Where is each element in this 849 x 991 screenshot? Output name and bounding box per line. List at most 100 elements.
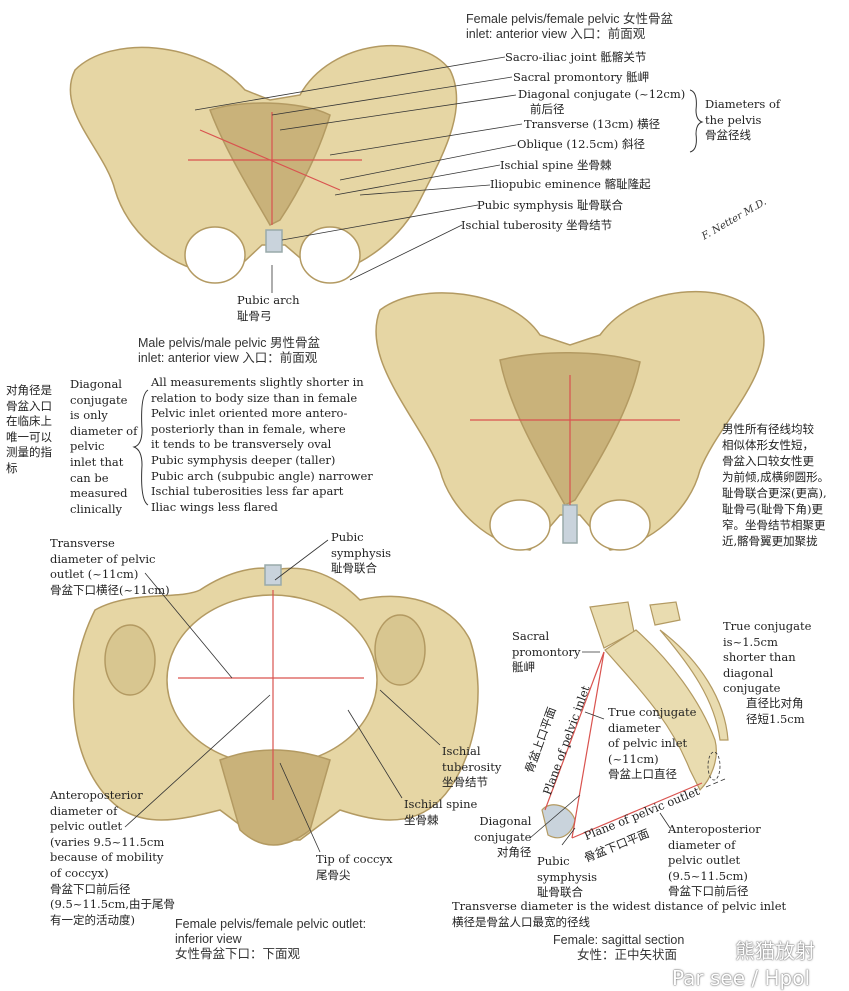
title-line: inferior view: [175, 932, 242, 946]
text-line: 耻骨联合: [537, 885, 583, 900]
text-line: 测量的指: [6, 445, 52, 460]
text-line: promontory: [512, 644, 581, 659]
title-line: inlet: anterior view 入口：前面观: [138, 351, 318, 365]
text-line: (~11cm): [608, 751, 659, 766]
text-line: Anteroposterior: [50, 788, 143, 802]
text-line: Diagonal: [479, 814, 532, 828]
title-line: Female pelvis/female pelvic 女性骨盆: [466, 12, 674, 26]
label-diagonal: Diagonal conjugate (~12cm): [518, 87, 686, 101]
text-line: 窄。坐骨结节相聚更: [722, 518, 826, 532]
text-line: (varies 9.5~11.5cm: [50, 834, 165, 849]
text-line: 男性所有径线均较: [722, 422, 814, 436]
label-diagonal-cn: 前后径: [530, 102, 565, 116]
title-line: Male pelvis/male pelvic 男性骨盆: [138, 336, 320, 350]
sagittal-leader-lines: [529, 651, 726, 846]
label-pubic-arch: Pubic arch 耻骨弓: [237, 293, 299, 324]
male-inlet-title: Male pelvis/male pelvic 男性骨盆 inlet: ante…: [138, 336, 320, 366]
text-line: pelvic outlet: [668, 853, 741, 868]
text-line: Ischial: [442, 744, 481, 758]
text-line: 对角径是: [6, 383, 52, 397]
text-line: symphysis: [537, 869, 598, 884]
text-line: diameter of: [50, 803, 118, 818]
text-line: diameter of: [70, 423, 138, 438]
text-line: Pubic: [331, 530, 364, 544]
text-line: posteriorly than in female, where: [151, 421, 346, 436]
female-outlet-pelvis: [72, 564, 479, 846]
text-line: Diagonal: [70, 377, 122, 391]
text-line: 耻骨弓(耻骨下角)更: [722, 502, 823, 516]
text-line: 尾骨尖: [316, 867, 351, 882]
text-line: 坐骨棘: [404, 812, 439, 827]
text-line: conjugate: [70, 392, 128, 407]
text-line: 标: [6, 460, 18, 475]
text-line: diameter of pelvic: [50, 551, 156, 566]
text-line: 骨盆径线: [705, 128, 751, 143]
female-outlet-title: Female pelvis/female pelvic outlet: infe…: [175, 917, 366, 962]
text-line: 唯一可以: [6, 429, 52, 444]
text-line: 骨盆下口前后径: [50, 881, 131, 896]
female-inlet-pelvis: [69, 44, 458, 284]
text-line: pelvic: [70, 439, 105, 454]
text-line: 近,髂骨翼更加聚拢: [722, 534, 818, 548]
text-line: of coccyx): [50, 865, 109, 880]
text-line: is only: [70, 408, 108, 423]
text-line: 耻骨弓: [237, 308, 272, 323]
label-promontory: Sacral promontory 骶岬: [513, 70, 650, 84]
title-line: Female: sagittal section: [553, 933, 685, 947]
male-inlet-diameters: [470, 375, 680, 505]
text-line: shorter than: [723, 650, 796, 665]
text-line: the pelvis: [705, 112, 762, 127]
diagonal-note-cn: 对角径是骨盆入口在临床上唯一可以测量的指标: [6, 383, 52, 477]
text-line: Tip of coccyx: [316, 852, 393, 866]
text-line: 耻骨联合更深(更高),: [722, 486, 827, 500]
label-iliopubic: Iliopubic eminence 髂耻隆起: [490, 177, 651, 191]
text-line: Pubic: [537, 854, 570, 868]
text-line: 横径是骨盆人口最宽的径线: [452, 914, 590, 929]
diameters-of-pelvis: Diameters of the pelvis 骨盆径线: [705, 97, 780, 144]
text-line: Ischial tuberosities less far apart: [151, 484, 344, 499]
text-line: outlet (~11cm): [50, 567, 139, 582]
label-sacroiliac: Sacro-iliac joint 骶髂关节: [505, 50, 647, 64]
text-line: pelvic outlet: [50, 819, 123, 834]
watermark-subtitle: Par see / Hpol: [672, 966, 811, 990]
text-line: diameter: [608, 720, 661, 735]
female-outlet-diameters: [178, 590, 364, 800]
label-pubic-symphysis: Pubic symphysis 耻骨联合: [477, 198, 623, 212]
female-inlet-title: Female pelvis/female pelvic 女性骨盆 inlet: …: [466, 12, 673, 42]
female-inlet-diameters: [188, 112, 362, 225]
text-line: 坐骨结节: [442, 775, 488, 790]
text-line: Sacral: [512, 629, 550, 643]
text-line: tuberosity: [442, 759, 502, 774]
text-line: because of mobility: [50, 850, 164, 865]
text-line: (9.5~11.5cm,由于尾骨: [50, 897, 176, 912]
text-line: is~1.5cm: [723, 634, 778, 649]
text-line: inlet that: [70, 454, 124, 469]
sagittal-lines: [544, 651, 703, 839]
text-line: Anteroposterior: [668, 822, 761, 836]
text-line: Transverse: [50, 536, 115, 550]
text-line: True conjugate: [723, 619, 812, 633]
text-line: Pubic arch: [237, 293, 300, 307]
text-line: 骶岬: [512, 660, 535, 675]
text-line: 骨盆下口横径(~11cm): [50, 582, 170, 597]
text-line: 相似体形女性短，: [722, 438, 814, 452]
title-line: 女性骨盆下口：下面观: [175, 947, 301, 961]
male-differences-brace: [132, 389, 149, 506]
female-outlet-leader-lines: [124, 539, 441, 853]
text-line: All measurements slightly shorter in: [151, 375, 364, 389]
text-line: 径短1.5cm: [746, 711, 805, 726]
male-differences-cn: 男性所有径线均较相似体形女性短，骨盆入口较女性更为前倾,成横卵圆形。耻骨联合更深…: [722, 421, 829, 549]
text-line: of pelvic inlet: [608, 736, 688, 751]
